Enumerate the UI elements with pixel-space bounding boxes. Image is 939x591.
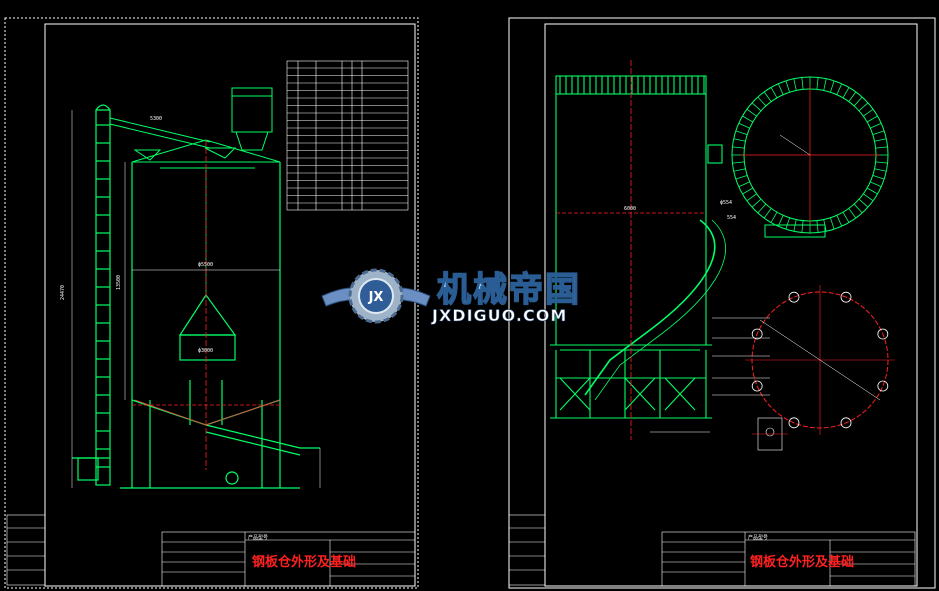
silo-plan-ring [731,76,889,238]
svg-text:24470: 24470 [60,285,66,300]
callout-554: 554 [727,215,736,221]
svg-text:5300: 5300 [150,116,162,122]
centerlines-right [556,60,706,440]
leader-notes [650,317,770,433]
revision-strip-left [6,514,46,586]
revision-strip-right [508,514,546,586]
svg-text:ф5500: ф5500 [198,262,213,268]
watermark-logo: JX [321,268,431,324]
product-code-label-left: 产品型号 [248,534,268,541]
anchor-detail [752,417,788,451]
callout-phi554: ф554 [720,200,732,206]
dust-collector [231,87,273,151]
parts-table [286,60,409,211]
watermark-chinese-text: 机械帝国 [437,270,581,310]
silo-body-left [120,162,320,489]
sheet-left: 5300 [4,17,419,589]
svg-text:6000: 6000 [624,206,636,212]
top-conveyor: 5300 [109,116,237,161]
drawing-title-left: 钢板仓外形及基础 [252,554,356,570]
foundation-bolt-circle [745,285,895,435]
svg-text:13500: 13500 [116,275,122,290]
centerlines-left [132,140,281,470]
watermark-badge-text: JX [368,290,384,305]
silo-elevation-right [550,75,726,419]
drawing-title-right: 钢板仓外形及基础 [750,554,854,570]
bucket-elevator [72,104,111,486]
title-block-left [161,531,416,587]
title-block-right [661,531,916,587]
watermark-english-text: JXDIGUO.COM [431,306,567,325]
svg-text:ф3000: ф3000 [198,348,213,354]
sheet-right: 6000 ф554 554 [508,17,936,589]
watermark: JX 机械帝国 JXDIGUO.COM [321,268,581,325]
product-code-label-right: 产品型号 [748,534,768,541]
dimensions-left [71,110,321,488]
